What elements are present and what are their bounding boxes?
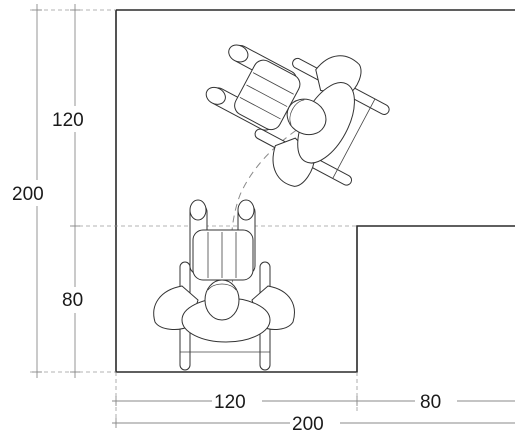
bottom-dimension-lines	[112, 390, 515, 434]
dim-left-upper: 120	[52, 110, 84, 131]
dim-left-lower: 80	[62, 290, 83, 311]
dim-left-total: 200	[12, 184, 44, 205]
dim-bottom-first: 120	[214, 392, 246, 413]
wheelchair-user-lower	[153, 199, 295, 371]
dim-bottom-total: 200	[292, 414, 324, 435]
wheelchair-user-upper	[205, 44, 390, 187]
left-dimension-lines	[10, 4, 100, 378]
dim-bottom-second: 80	[420, 392, 441, 413]
turning-path	[230, 109, 331, 331]
